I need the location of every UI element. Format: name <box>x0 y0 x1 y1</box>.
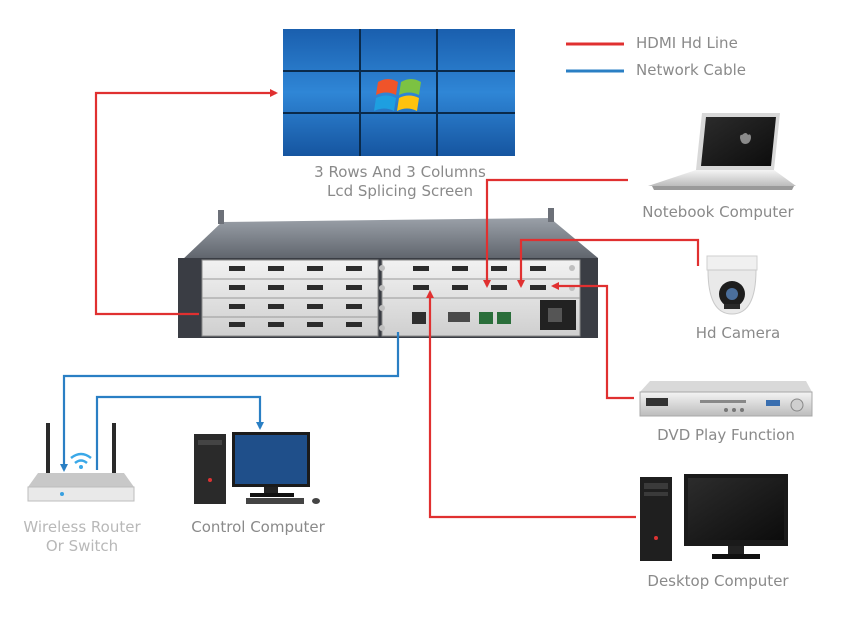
hdmi-line-camera <box>517 238 700 288</box>
video-wall-label-line2: Lcd Splicing Screen <box>326 182 474 200</box>
windows-logo-icon <box>374 79 421 111</box>
router-label-line2: Or Switch <box>45 537 119 555</box>
wireless-router-image <box>27 423 135 502</box>
camera-label: Hd Camera <box>695 324 781 342</box>
dvd-label: DVD Play Function <box>657 426 795 444</box>
desktop-label: Desktop Computer <box>647 572 789 590</box>
wifi-icon <box>70 452 92 465</box>
router-label: Wireless Router Or Switch <box>6 518 158 556</box>
hd-camera-image <box>706 255 758 315</box>
notebook-label: Notebook Computer <box>642 203 794 221</box>
notebook-image <box>648 113 796 190</box>
hdmi-line-video-wall <box>94 89 278 316</box>
network-line-control <box>95 395 264 470</box>
video-wall-label: 3 Rows And 3 Columns Lcd Splicing Screen <box>260 163 540 201</box>
network-line-router <box>60 332 400 472</box>
control-computer-label: Control Computer <box>191 518 325 536</box>
router-label-line1: Wireless Router <box>23 518 141 536</box>
legend-hdmi-label: HDMI Hd Line <box>636 34 738 52</box>
legend-network-label: Network Cable <box>636 61 746 79</box>
video-wall-image <box>283 29 515 156</box>
hdmi-line-notebook <box>483 178 628 288</box>
control-computer-image <box>194 432 320 504</box>
hdmi-line-desktop <box>426 290 636 519</box>
video-wall-label-line1: 3 Rows And 3 Columns <box>314 163 486 181</box>
matrix-switcher-image <box>178 208 598 338</box>
desktop-computer-image <box>640 474 788 561</box>
dvd-player-image <box>639 381 813 417</box>
hdmi-line-dvd <box>551 282 634 400</box>
